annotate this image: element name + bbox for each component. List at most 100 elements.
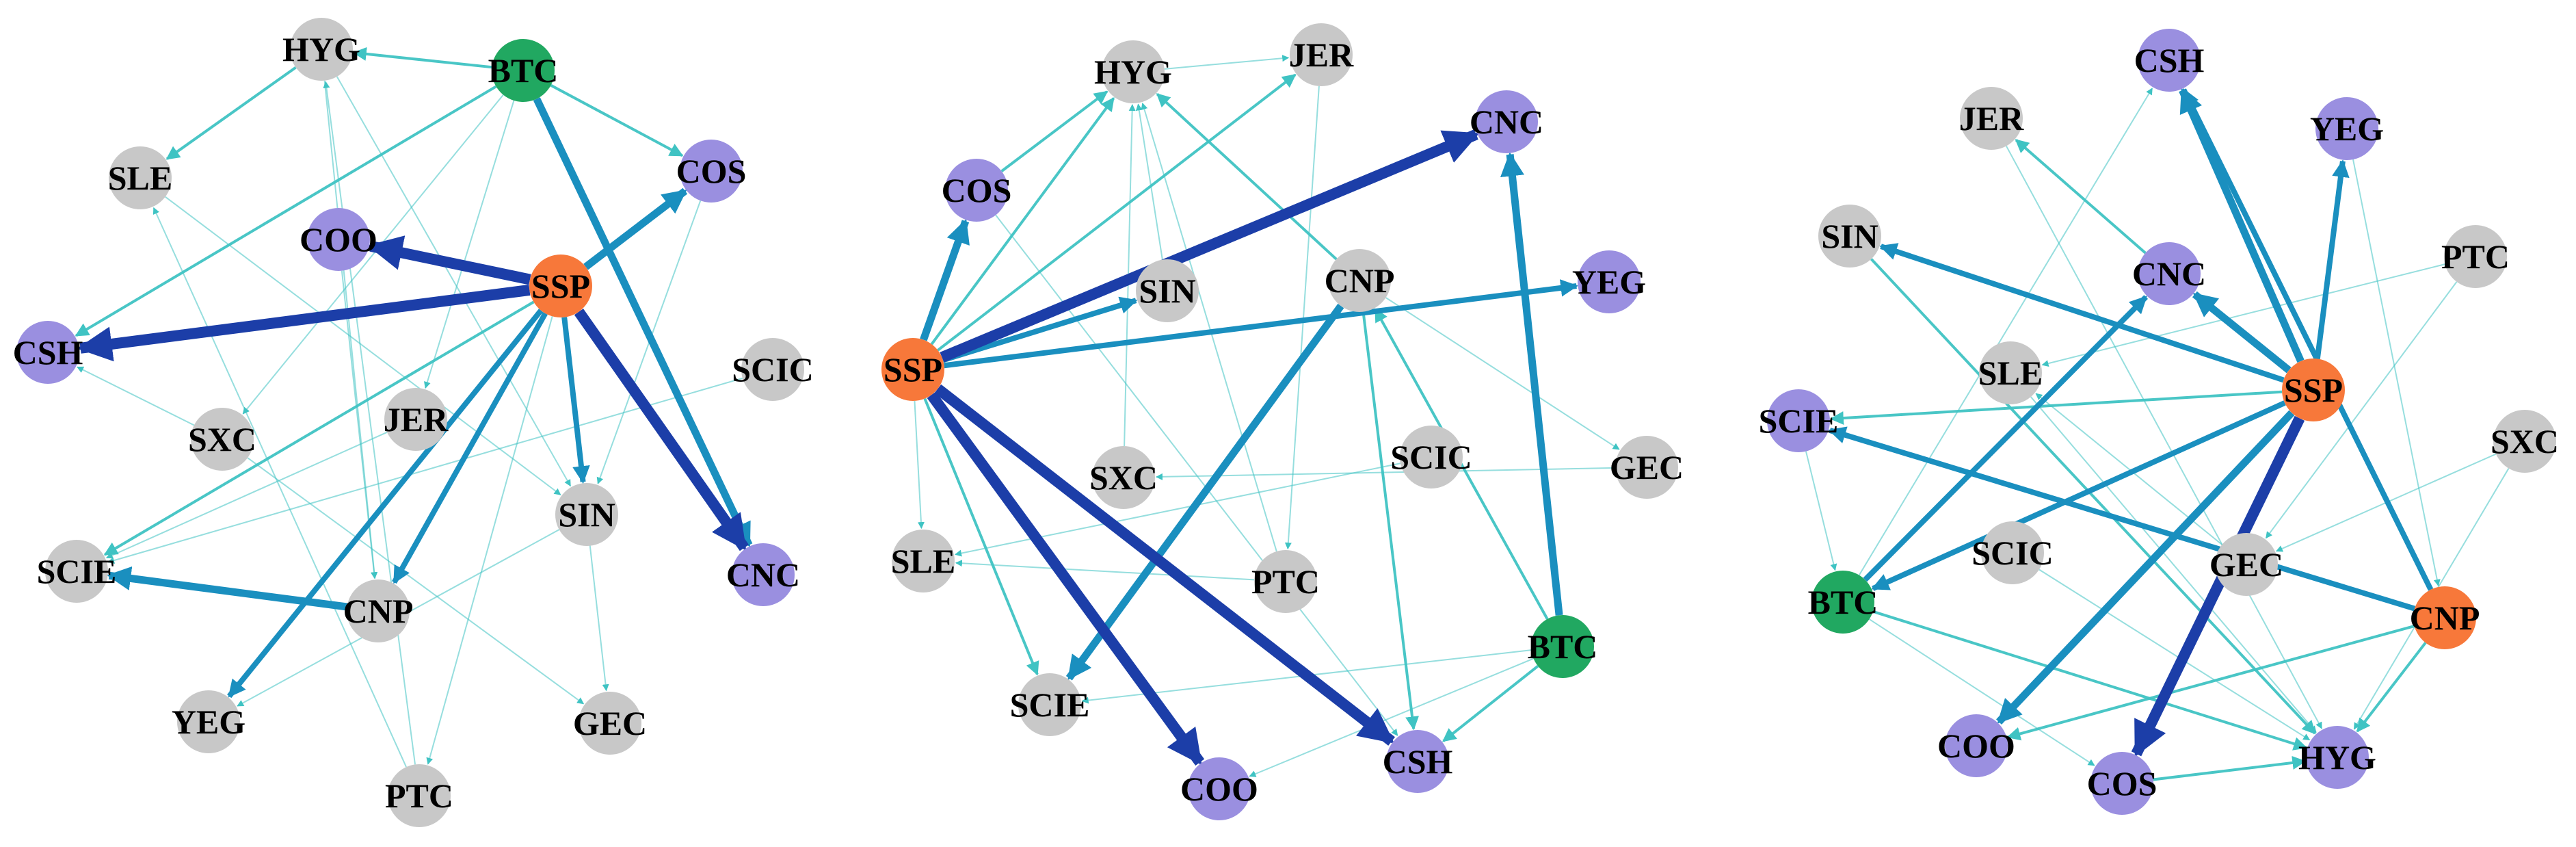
node-circle bbox=[492, 39, 555, 102]
node-circle bbox=[347, 579, 410, 642]
node-hyg: HYG bbox=[2298, 726, 2376, 789]
node-circle bbox=[1254, 550, 1317, 613]
node-label: PTC bbox=[2441, 237, 2510, 276]
edge-btc-to-csh bbox=[1858, 88, 2153, 576]
node-label: CNC bbox=[726, 556, 800, 594]
node-label: HYG bbox=[2298, 738, 2376, 777]
edge-sin-to-hyg bbox=[1870, 258, 2316, 735]
node-label: BTC bbox=[1528, 627, 1598, 666]
node-ptc: PTC bbox=[385, 764, 453, 827]
node-circle bbox=[290, 18, 353, 81]
node-cnc: CNC bbox=[1470, 90, 1543, 153]
edge-ssp-to-csh bbox=[934, 384, 1395, 746]
node-label: SCIE bbox=[37, 552, 117, 590]
node-sxc: SXC bbox=[188, 408, 256, 471]
edge-sle-to-hyg bbox=[2030, 396, 2317, 733]
edge-cnp-to-hyg bbox=[1156, 93, 1338, 261]
node-circle bbox=[16, 321, 79, 384]
node-label: CNC bbox=[2132, 255, 2206, 293]
edge-cnp-to-hyg bbox=[2356, 642, 2427, 733]
edge-scie-to-btc bbox=[1805, 451, 1837, 571]
edge-sxc-to-csh bbox=[77, 366, 195, 426]
node-label: PTC bbox=[1251, 562, 1320, 601]
edge-layer bbox=[1805, 88, 2510, 781]
edge-cnp-to-scie bbox=[107, 566, 348, 611]
node-label: BTC bbox=[1808, 583, 1878, 621]
edge-ptc-to-sle bbox=[955, 560, 1255, 581]
node-label: SIN bbox=[1821, 217, 1878, 255]
node-scie: SCIE bbox=[1759, 389, 1838, 452]
edge-gec-to-sxc bbox=[1155, 467, 1616, 480]
node-label: SSP bbox=[884, 350, 942, 389]
node-label: SLE bbox=[108, 159, 173, 197]
edge-hyg-to-sin bbox=[336, 76, 572, 487]
edge-ssp-to-cnc bbox=[2192, 291, 2292, 374]
node-jer: JER bbox=[1959, 87, 2024, 150]
node-label: SLE bbox=[891, 542, 956, 580]
edge-jer-to-scie bbox=[105, 431, 388, 559]
node-circle bbox=[1475, 90, 1538, 153]
node-label: COS bbox=[676, 152, 747, 190]
node-label: COS bbox=[942, 171, 1012, 209]
node-circle bbox=[881, 338, 944, 401]
node-label: PTC bbox=[385, 777, 453, 815]
node-label: CSH bbox=[13, 333, 83, 372]
edge-cnp-to-csh bbox=[2181, 88, 2434, 591]
edge-ssp-to-cnc bbox=[574, 309, 749, 551]
node-jer: JER bbox=[1289, 23, 1354, 86]
node-circle bbox=[1615, 436, 1678, 499]
node-cos: COS bbox=[942, 159, 1012, 222]
node-label: COS bbox=[2087, 764, 2157, 803]
node-circle bbox=[945, 159, 1008, 222]
node-scic: SCIC bbox=[732, 338, 814, 401]
node-label: CSH bbox=[1383, 742, 1453, 781]
node-cnc: CNC bbox=[2132, 242, 2206, 305]
edge-layer bbox=[75, 47, 753, 768]
node-label: COO bbox=[300, 220, 377, 259]
node-circle bbox=[1945, 714, 2008, 777]
node-ptc: PTC bbox=[1251, 550, 1320, 613]
node-label: JER bbox=[1289, 36, 1354, 74]
node-hyg: HYG bbox=[282, 18, 360, 81]
node-label: SLE bbox=[1978, 354, 2043, 392]
node-sin: SIN bbox=[1136, 259, 1199, 322]
node-hyg: HYG bbox=[1094, 40, 1172, 103]
edge-btc-to-jer bbox=[423, 100, 515, 389]
edge-ssp-to-yeg bbox=[227, 309, 544, 699]
node-label: SIN bbox=[558, 495, 615, 534]
node-cnp: CNP bbox=[343, 579, 413, 642]
node-circle bbox=[555, 483, 618, 546]
node-circle bbox=[1979, 341, 2042, 404]
node-circle bbox=[2138, 29, 2201, 92]
node-cnc: CNC bbox=[726, 543, 800, 606]
node-coo: COO bbox=[1937, 714, 2015, 777]
node-circle bbox=[2493, 410, 2556, 473]
node-label: HYG bbox=[282, 30, 360, 68]
node-circle bbox=[579, 692, 641, 755]
node-label: COO bbox=[1180, 770, 1258, 808]
node-circle bbox=[1188, 757, 1251, 820]
node-label: YEG bbox=[172, 703, 245, 741]
node-circle bbox=[1102, 40, 1165, 103]
node-circle bbox=[2282, 359, 2345, 421]
node-sle: SLE bbox=[891, 530, 956, 592]
node-circle bbox=[384, 388, 447, 451]
edge-btc-to-cos bbox=[550, 83, 684, 157]
edge-btc-to-hyg bbox=[352, 47, 492, 69]
node-circle bbox=[109, 146, 172, 209]
edge-scic-to-sle bbox=[955, 462, 1401, 557]
node-yeg: YEG bbox=[2310, 97, 2384, 160]
node-label: SXC bbox=[188, 420, 256, 458]
edge-ssp-to-scie bbox=[1829, 390, 2283, 426]
node-circle bbox=[1290, 23, 1353, 86]
edge-sin-to-hyg bbox=[1135, 103, 1163, 260]
node-label: SIN bbox=[1139, 272, 1195, 310]
edge-ssp-to-scie bbox=[103, 300, 535, 556]
node-circle bbox=[307, 208, 370, 271]
node-circle bbox=[1328, 249, 1391, 312]
node-label: YEG bbox=[2310, 109, 2384, 148]
node-sin: SIN bbox=[1818, 205, 1881, 268]
edge-ssp-to-cos bbox=[2131, 415, 2305, 757]
node-circle bbox=[1136, 259, 1199, 322]
